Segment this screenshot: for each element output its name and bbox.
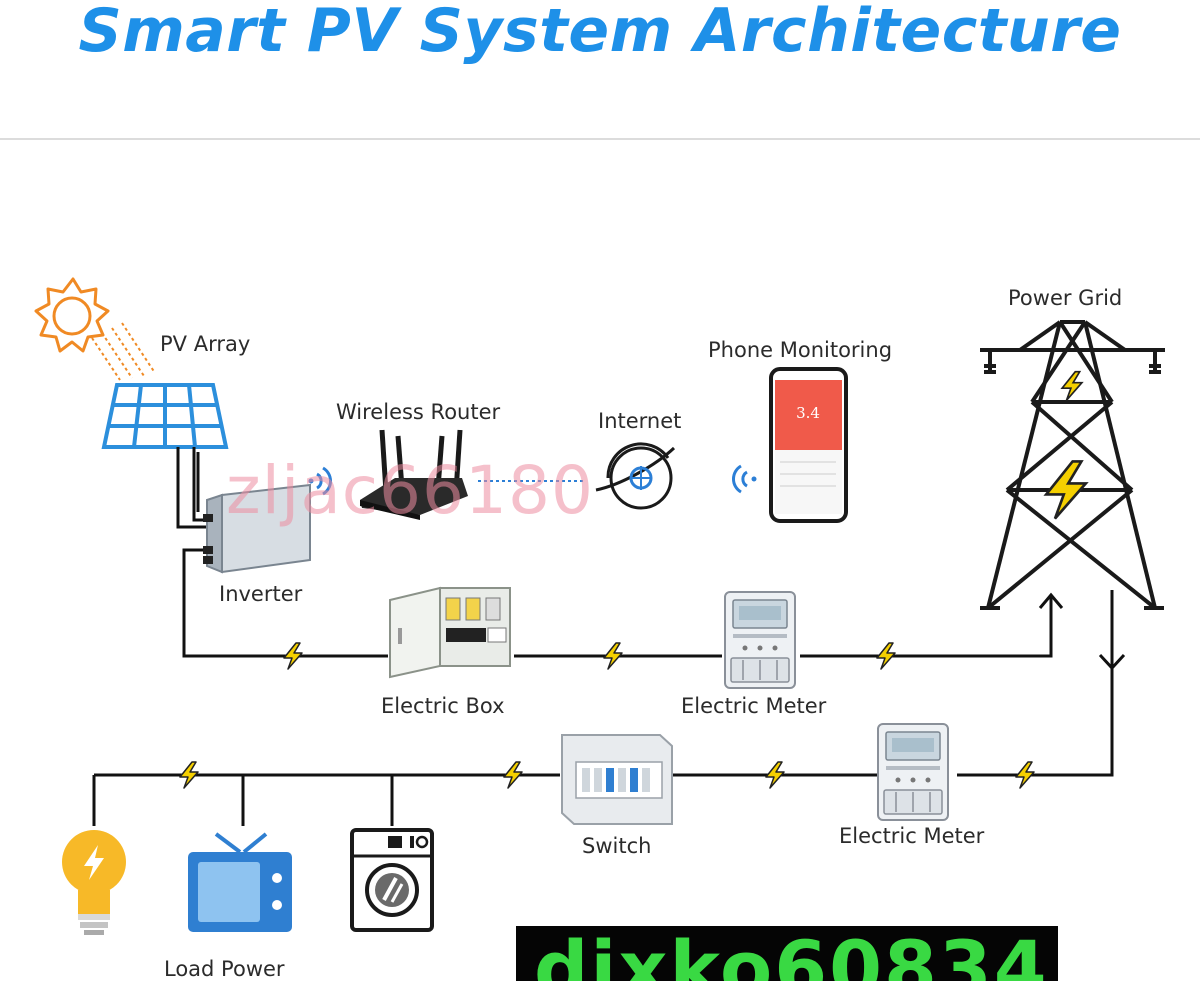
electric-meter-icon [724, 591, 796, 689]
phone-wifi-icon [731, 464, 757, 494]
tower-bolt-small-icon [1060, 370, 1084, 401]
inverter-label: Inverter [219, 582, 303, 606]
tv-icon [188, 832, 292, 932]
page-title: Smart PV System Architecture [78, 0, 1122, 66]
watermark-bottom-box: dixko60834 [516, 926, 1058, 981]
upper-power-line [182, 548, 1064, 658]
phone-reading: 3.4 [796, 404, 820, 422]
globe-icon [595, 442, 676, 510]
inverter-icon [203, 483, 311, 574]
washing-machine-icon [350, 828, 434, 932]
router-icon [360, 429, 468, 520]
solar-panel-icon [101, 383, 229, 449]
light-bulb-icon [62, 830, 126, 935]
pv-array-label: PV Array [160, 332, 251, 356]
internet-label: Internet [598, 409, 682, 433]
load-power-label: Load Power [164, 957, 285, 981]
lightning-bolt-icon [503, 761, 523, 789]
lightning-bolt-icon [179, 761, 199, 789]
wireless-router-label: Wireless Router [336, 400, 501, 424]
electric-meter-icon [877, 723, 949, 821]
electric-meter-bottom-label: Electric Meter [839, 824, 985, 848]
lightning-bolt-icon [603, 642, 623, 670]
power-grid-label: Power Grid [1008, 286, 1123, 310]
lightning-bolt-icon [283, 642, 303, 670]
phone-monitoring-label: Phone Monitoring [708, 338, 893, 362]
smartphone-icon: 3.4 [769, 367, 848, 523]
electric-meter-top-label: Electric Meter [681, 694, 827, 718]
wifi-signal-icon [308, 466, 333, 496]
transmission-tower-icon [980, 320, 1165, 610]
lightning-bolt-icon [765, 761, 785, 789]
switch-panel-icon [561, 734, 673, 825]
watermark-top: zljac66180 [226, 452, 595, 529]
title-divider [0, 138, 1200, 140]
electric-box-label: Electric Box [381, 694, 505, 718]
watermark-bottom: dixko60834 [534, 926, 1049, 981]
lightning-bolt-icon [1015, 761, 1035, 789]
lightning-bolt-icon [876, 642, 896, 670]
sun-icon [34, 277, 156, 381]
switch-label: Switch [582, 834, 652, 858]
tower-bolt-large-icon [1043, 460, 1089, 520]
electric-box-icon [389, 586, 511, 679]
